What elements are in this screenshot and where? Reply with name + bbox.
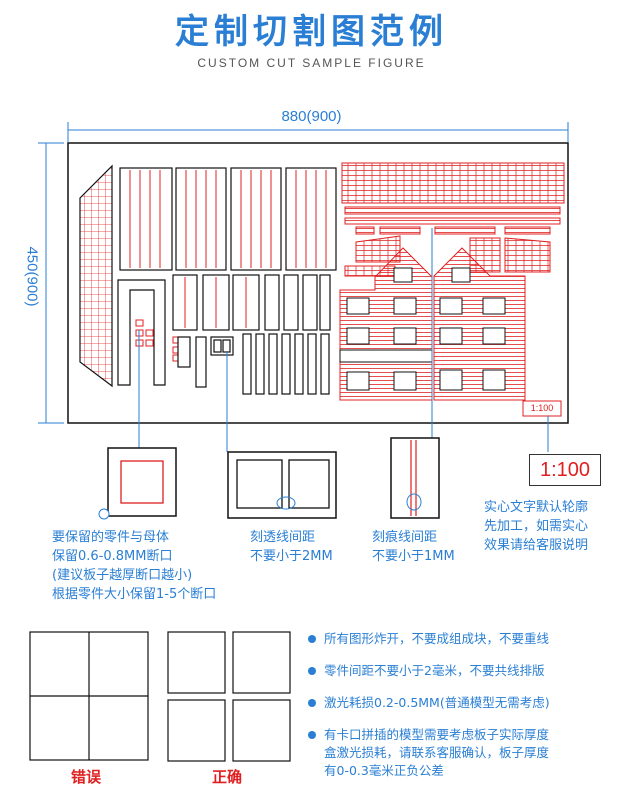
rule-item: 零件间距不要小于2毫米，不要共线排版 xyxy=(308,662,618,680)
scale-label-small: 1:100 xyxy=(530,403,554,413)
rule-item: 激光耗损0.2-0.5MM(普通模型无需考虑) xyxy=(308,694,618,712)
note-line: 先加工，如需实心 xyxy=(484,519,589,534)
striped-panels-top xyxy=(119,167,337,271)
note-line: (建议板子越厚断口越小) xyxy=(52,568,193,583)
note-solid-text: 实心文字默认轮廓 先加工，如需实心 效果请给客服说明 xyxy=(484,498,588,555)
wrong-grid xyxy=(29,631,149,761)
note-line: 不要小于2MM xyxy=(250,549,333,564)
scale-box-small xyxy=(522,400,562,417)
rules-list: 所有图形炸开，不要成组成块，不要重线 零件间距不要小于2毫米，不要共线排版 激光… xyxy=(308,630,618,794)
note-line: 效果请给客服说明 xyxy=(484,538,589,553)
wrong-label: 错误 xyxy=(71,768,102,786)
width-dimension-line xyxy=(67,122,569,142)
right-label: 正确 xyxy=(212,768,243,786)
rule-item: 所有图形炸开，不要成组成块，不要重线 xyxy=(308,630,618,648)
bracket-part xyxy=(117,279,166,386)
note-line: 实心文字默认轮廓 xyxy=(484,500,589,515)
detail-score-spacing xyxy=(390,437,440,519)
pointer-lines xyxy=(138,228,549,452)
note-line: 不要小于1MM xyxy=(372,549,455,564)
house-left xyxy=(339,247,433,401)
note-line: 根据零件大小保留1-5个断口 xyxy=(52,587,217,602)
scale-label-large: 1:100 xyxy=(529,454,601,486)
note-line: 刻透线间距 xyxy=(250,530,316,545)
height-dimension-line xyxy=(38,142,64,424)
house-right xyxy=(433,247,526,401)
grid-roof-panel xyxy=(79,164,113,388)
strip-pieces xyxy=(344,206,561,235)
right-grid xyxy=(167,631,291,762)
rule-item: 有卡口拼插的模型需要考虑板子实际厚度盒激光损耗，请联系客服确认，板子厚度有0-0… xyxy=(308,726,618,780)
note-line: 保留0.6-0.8MM断口 xyxy=(52,549,173,564)
striped-panels-middle xyxy=(172,274,331,331)
brick-roof-panel xyxy=(341,162,565,204)
frames-and-bars xyxy=(177,333,330,395)
width-dimension-label: 880(900) xyxy=(281,108,342,125)
page-title: 定制切割图范例 xyxy=(175,12,448,52)
detail-cut-spacing xyxy=(227,451,337,519)
page-subtitle: CUSTOM CUT SAMPLE FIGURE xyxy=(197,56,426,70)
detail-keep-parts xyxy=(98,447,177,520)
note-line: 刻痕线间距 xyxy=(372,530,438,545)
note-line: 要保留的零件与母体 xyxy=(52,530,170,545)
note-score-spacing: 刻痕线间距 不要小于1MM xyxy=(372,528,455,566)
note-keep-parts: 要保留的零件与母体 保留0.6-0.8MM断口 (建议板子越厚断口越小) 根据零… xyxy=(52,528,216,604)
note-cut-spacing: 刻透线间距 不要小于2MM xyxy=(250,528,333,566)
